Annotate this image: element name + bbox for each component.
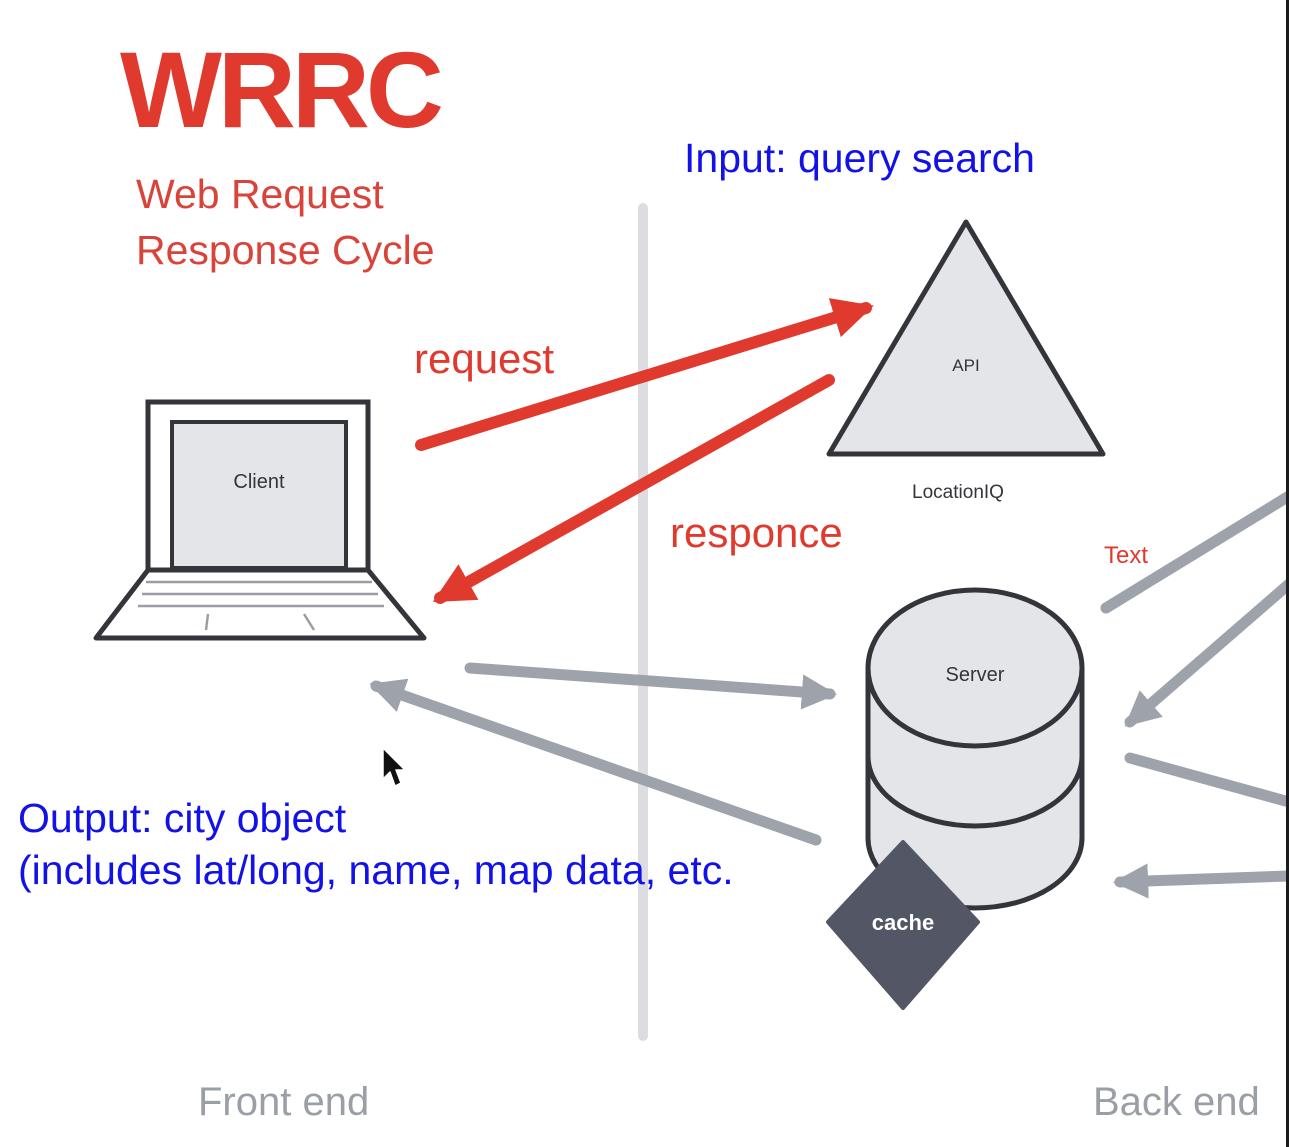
cache-diamond-icon [826, 840, 980, 1010]
output-annotation: Output: city object (includes lat/long, … [18, 795, 734, 893]
client-to-server-arrow [464, 662, 838, 710]
request-label: request [414, 335, 555, 382]
api-service-label: LocationIQ [912, 482, 1004, 503]
page-subtitle: Web Request Response Cycle [136, 171, 435, 273]
offscreen-to-server-arrow-2 [1124, 578, 1289, 728]
client-label: Client [233, 471, 285, 493]
server-cylinder-icon [865, 587, 1085, 911]
api-triangle-icon [826, 219, 1106, 457]
response-arrow [432, 374, 835, 604]
front-end-label: Front end [198, 1080, 370, 1124]
offscreen-to-server-arrow-3 [1112, 863, 1289, 899]
cache-label: cache [872, 910, 934, 935]
api-label: API [952, 356, 979, 375]
server-to-offscreen-arrow [1124, 752, 1289, 808]
window-edge [1286, 0, 1289, 1147]
server-to-client-arrow [369, 678, 822, 846]
server-label: Server [946, 664, 1005, 686]
mouse-cursor-icon [382, 747, 406, 787]
input-annotation: Input: query search [684, 135, 1035, 181]
request-arrow [415, 298, 874, 451]
page-title: WRRC [120, 29, 444, 150]
response-label: responce [670, 509, 843, 556]
back-end-label: Back end [1093, 1080, 1260, 1124]
offscreen-to-server-arrow-1 [1100, 490, 1289, 614]
text-label: Text [1104, 542, 1149, 569]
client-laptop-icon [93, 399, 427, 641]
